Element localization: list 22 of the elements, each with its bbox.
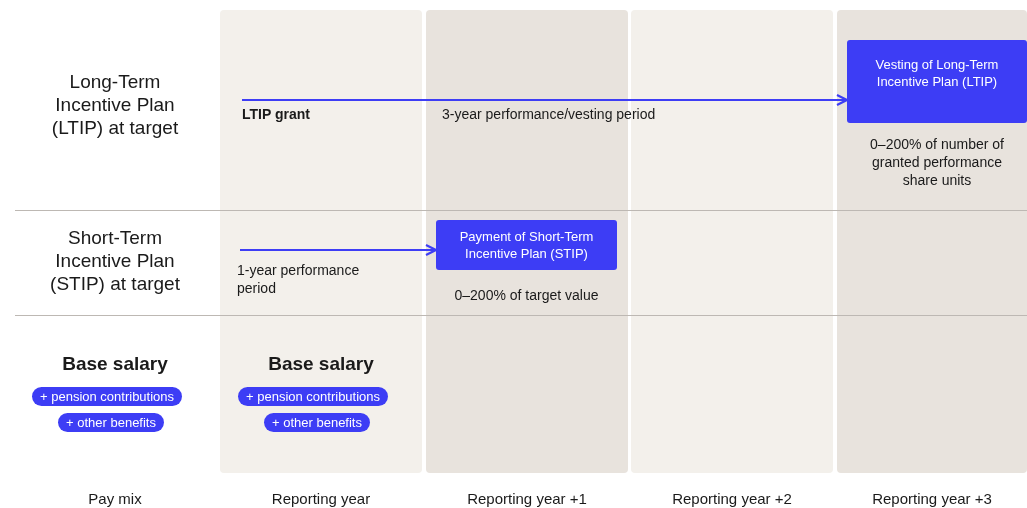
- column-label: Reporting year +3: [871, 490, 993, 508]
- column-label: Pay mix: [87, 490, 143, 508]
- benefit-tag: + other benefits: [58, 413, 164, 432]
- column-label: Reporting year +1: [466, 490, 588, 508]
- column-label: Reporting year: [270, 490, 372, 508]
- column-label: Reporting year +2: [671, 490, 793, 508]
- arrow: [242, 93, 849, 107]
- row-heading: Long-Term Incentive Plan (LTIP) at target: [50, 70, 180, 139]
- benefit-tag: + pension contributions: [32, 387, 183, 406]
- row-heading: Base salary: [267, 352, 375, 375]
- outcome-note: 0–200% of number of granted performance share units: [869, 135, 1005, 189]
- outcome-note: 0–200% of target value: [453, 286, 600, 304]
- row-heading: Base salary: [61, 352, 169, 375]
- benefit-tag: + other benefits: [264, 413, 370, 432]
- row-heading: Short-Term Incentive Plan (STIP) at target: [49, 226, 181, 295]
- benefit-tag: + pension contributions: [238, 387, 389, 406]
- event-box: Vesting of Long-Term Incentive Plan (LTIP): [847, 40, 1027, 123]
- event-box: Payment of Short-Term Incentive Plan (STIP): [436, 220, 617, 270]
- edge-label: 3-year performance/vesting period: [442, 105, 657, 123]
- arrow: [240, 243, 438, 257]
- edge-label: 1-year performance period: [237, 261, 361, 297]
- event-label: LTIP grant: [242, 105, 310, 123]
